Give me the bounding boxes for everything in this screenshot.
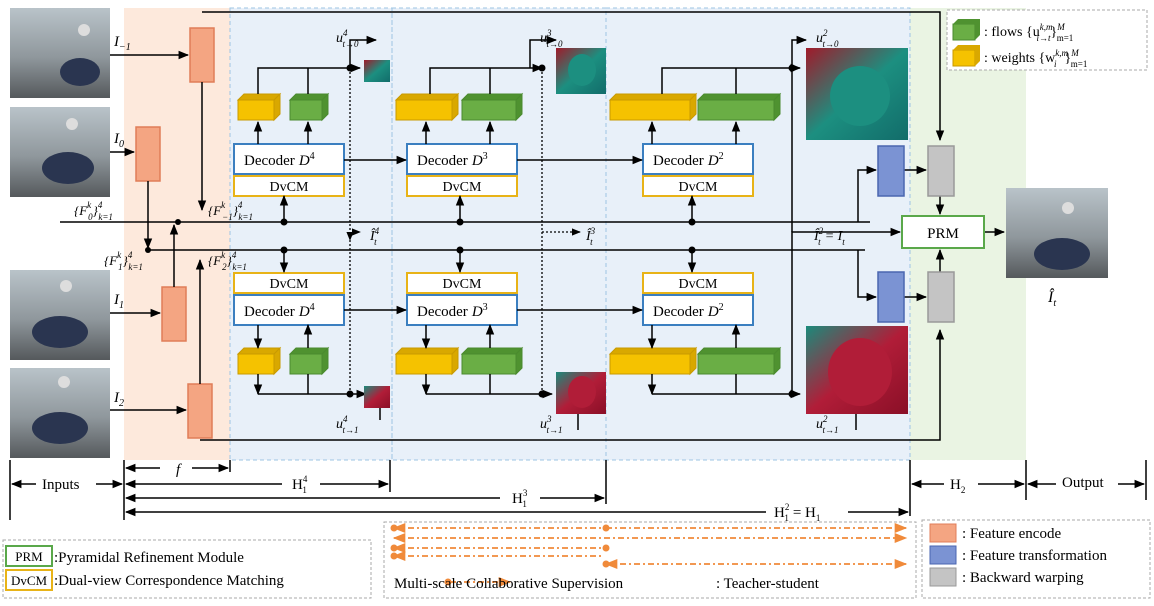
- transform-warp-blocks: [877, 145, 955, 323]
- svg-text:H21= H1: H21= H1: [774, 502, 820, 523]
- svg-text:: flows {uk,mi→t}Mm=1: : flows {uk,mi→t}Mm=1: [984, 22, 1073, 43]
- weight-flow-blocks: [236, 92, 782, 376]
- svg-text:H31: H31: [512, 488, 528, 509]
- svg-text:: weights {wk,mi}Mm=1: : weights {wk,mi}Mm=1: [984, 48, 1087, 69]
- svg-text:{Fk−1}4k=1: {Fk−1}4k=1: [208, 200, 253, 222]
- svg-text:Output: Output: [1062, 475, 1105, 491]
- svg-text:H41: H41: [292, 474, 308, 495]
- multi-scale-supervision: Multi-scale Collaborative Supervision : …: [383, 521, 917, 599]
- svg-text:PRM: PRM: [927, 226, 959, 242]
- svg-text::Dual-view Correspondence Matc: :Dual-view Correspondence Matching: [54, 573, 284, 589]
- svg-text:I1: I1: [113, 292, 124, 311]
- svg-text:u4t→1: u4t→1: [336, 414, 359, 435]
- svg-text:I0: I0: [113, 131, 124, 150]
- svg-text:u2t→0: u2t→0: [816, 28, 839, 49]
- svg-text:DvCM: DvCM: [443, 180, 482, 195]
- encoder-1: [161, 286, 187, 342]
- legend-bottom-left: PRM :Pyramidal Refinement Module DvCM :D…: [2, 539, 372, 599]
- svg-text:{Fk2}4k=1: {Fk2}4k=1: [208, 250, 247, 272]
- svg-text:Î4t: Î4t: [369, 226, 380, 247]
- svg-text:DvCM: DvCM: [443, 277, 482, 292]
- svg-text:Ît: Ît: [1047, 287, 1056, 309]
- flow-u4-1: [364, 386, 390, 408]
- axis-ruler: [9, 460, 1147, 520]
- input-frames: [10, 8, 110, 458]
- svg-text:{Fk0}4k=1: {Fk0}4k=1: [74, 200, 113, 222]
- flow-visualizations: [364, 48, 908, 414]
- svg-text:PRM: PRM: [15, 549, 43, 564]
- svg-text:: Feature encode: : Feature encode: [962, 526, 1061, 542]
- svg-text:{Fk1}4k=1: {Fk1}4k=1: [104, 250, 143, 272]
- prm-block: PRM: [901, 215, 985, 249]
- svg-text:: Teacher-student: : Teacher-student: [716, 576, 820, 592]
- svg-text:I−1: I−1: [113, 34, 131, 53]
- svg-text:u3t→1: u3t→1: [540, 414, 563, 435]
- encoder-0: [135, 126, 161, 182]
- svg-text:Inputs: Inputs: [42, 477, 80, 493]
- svg-text:u2t→1: u2t→1: [816, 414, 839, 435]
- encoder-2: [187, 383, 213, 439]
- svg-text:: Backward warping: : Backward warping: [962, 570, 1084, 586]
- frame-0-image: [10, 107, 110, 197]
- svg-text:DvCM: DvCM: [270, 180, 309, 195]
- svg-text:DvCM: DvCM: [11, 573, 48, 588]
- legend-bottom-right: : Feature encode : Feature transformatio…: [921, 519, 1151, 599]
- svg-text:DvCM: DvCM: [679, 180, 718, 195]
- svg-text:I2: I2: [113, 390, 124, 409]
- frame-m1-image: [10, 8, 110, 98]
- svg-text:H2: H2: [950, 477, 965, 495]
- svg-text:Î3t: Î3t: [585, 226, 596, 247]
- svg-text:DvCM: DvCM: [270, 277, 309, 292]
- svg-text:: Feature transformation: : Feature transformation: [962, 548, 1107, 564]
- svg-text:f: f: [176, 462, 182, 478]
- encoder-m1: [189, 27, 215, 83]
- svg-text::Pyramidal Refinement Module: :Pyramidal Refinement Module: [54, 550, 244, 566]
- svg-text:u4t→0: u4t→0: [336, 28, 359, 49]
- svg-text:Î2t= It: Î2t= It: [813, 226, 845, 247]
- svg-text:DvCM: DvCM: [679, 277, 718, 292]
- svg-text:u3t→0: u3t→0: [540, 28, 563, 49]
- flow-u4-0: [364, 60, 390, 82]
- svg-text:Multi-scale Collaborative Supe: Multi-scale Collaborative Supervision: [394, 576, 624, 592]
